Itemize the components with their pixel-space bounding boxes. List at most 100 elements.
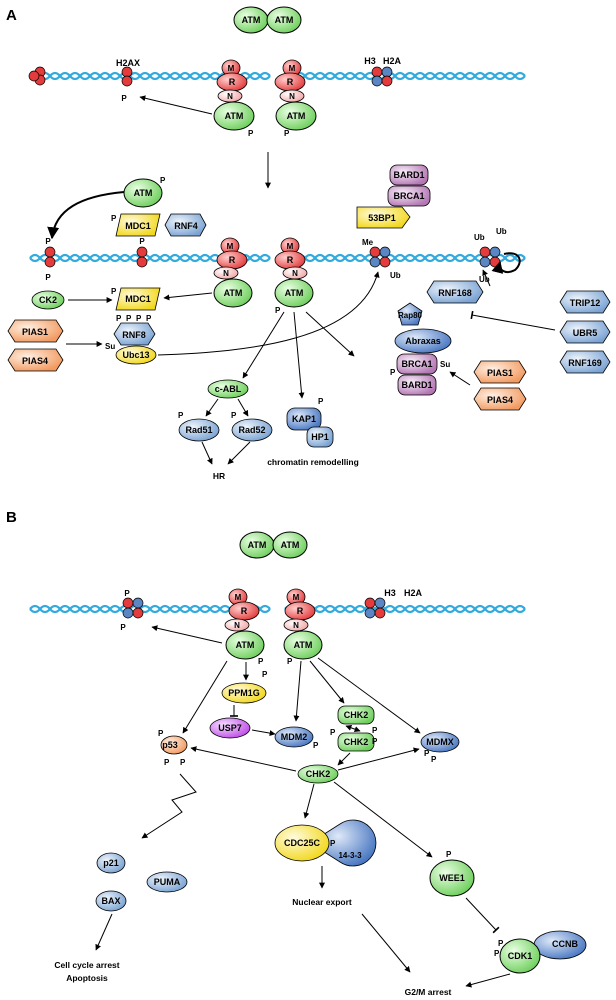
- svg-text:TRIP12: TRIP12: [570, 298, 601, 308]
- arrow-usp7-mdm2: [251, 729, 276, 737]
- arrow-atm-kap1: [293, 311, 305, 399]
- arrow-cabl-rad52: [237, 398, 249, 417]
- mdmx-protein: MDMX P P: [420, 731, 460, 764]
- svg-text:CDK1: CDK1: [508, 951, 533, 961]
- svg-text:RNF8: RNF8: [122, 330, 146, 340]
- svg-text:R: R: [297, 606, 304, 616]
- svg-text:c-ABL: c-ABL: [215, 384, 242, 394]
- svg-text:M: M: [227, 242, 234, 251]
- svg-text:P: P: [390, 368, 396, 377]
- atm-dimer-a: ATM ATM: [233, 6, 302, 34]
- svg-text:ATM: ATM: [224, 288, 243, 298]
- svg-text:P: P: [126, 314, 132, 323]
- arrow-chk2-cdc25c: [303, 783, 315, 819]
- outcome-nuclear-export: Nuclear export: [292, 897, 352, 907]
- svg-text:P: P: [164, 758, 170, 767]
- atm-mdc1-rnf4: ATM P MDC1 P RNF4: [111, 176, 207, 237]
- abraxas-protein: Abraxas: [394, 328, 452, 354]
- svg-text:BAX: BAX: [101, 896, 120, 906]
- bard1-brca1-stack: BARD1 BRCA1: [387, 164, 431, 207]
- dna-strand-b: [28, 604, 527, 614]
- svg-text:Ub: Ub: [474, 233, 485, 242]
- svg-text:Ubc13: Ubc13: [122, 350, 149, 360]
- svg-text:H3: H3: [384, 588, 396, 598]
- svg-text:RNF169: RNF169: [568, 358, 602, 368]
- svg-text:MDMX: MDMX: [426, 737, 454, 747]
- svg-text:M: M: [289, 64, 296, 73]
- rap80-protein: Rap80: [397, 302, 423, 326]
- chk2-central: CHK2: [297, 764, 339, 784]
- brca1-bard1-lower: BRCA1 Su BARD1 P: [390, 353, 450, 396]
- svg-text:ATM: ATM: [225, 111, 244, 121]
- svg-text:PIAS1: PIAS1: [22, 327, 48, 337]
- svg-text:R: R: [287, 77, 294, 87]
- svg-text:MDM2: MDM2: [281, 732, 308, 742]
- svg-text:HP1: HP1: [311, 432, 329, 442]
- svg-text:P: P: [111, 287, 117, 296]
- histone-row2-right-a: Me Ub: [362, 238, 401, 280]
- svg-text:ATM: ATM: [281, 540, 300, 550]
- puma-protein: PUMA: [146, 871, 188, 893]
- arrow-atm-brca1: [305, 311, 355, 357]
- svg-text:PIAS1: PIAS1: [487, 368, 513, 378]
- svg-text:P: P: [178, 411, 184, 420]
- svg-text:CHK2: CHK2: [344, 710, 369, 720]
- ubr5-protein: UBR5: [559, 320, 611, 344]
- histone-row2-mid: P: [136, 237, 148, 268]
- svg-text:BARD1: BARD1: [393, 170, 424, 180]
- svg-text:H2A: H2A: [404, 588, 423, 598]
- mrn-atm-complex-right-a2: M R N ATM P: [274, 237, 314, 315]
- svg-text:CHK2: CHK2: [306, 769, 331, 779]
- wee1-protein: WEE1 P: [429, 850, 475, 897]
- mrn-atm-complex-right-b: M R N ATM P: [283, 588, 323, 666]
- rad52-protein: Rad52 P: [231, 411, 273, 442]
- svg-text:ATM: ATM: [236, 640, 255, 650]
- svg-text:P: P: [45, 273, 51, 282]
- rnf8-ubc13: RNF8 Su Ubc13: [105, 322, 157, 365]
- p53-protein: p53 P P P: [158, 729, 188, 767]
- mdm2-protein: MDM2 P: [274, 726, 319, 750]
- pias4-a: PIAS4: [7, 348, 64, 372]
- svg-text:R: R: [229, 255, 236, 265]
- svg-text:N: N: [227, 92, 233, 101]
- ck2-protein: CK2: [31, 290, 65, 310]
- svg-text:ATM: ATM: [285, 288, 304, 298]
- svg-text:P: P: [275, 306, 281, 315]
- mrn-atm-complex-left-a1: M R N ATM P: [213, 59, 255, 138]
- pias1-a2: PIAS1: [473, 360, 527, 384]
- svg-text:N: N: [289, 92, 295, 101]
- svg-text:P: P: [248, 129, 254, 138]
- arrow-p53-zigzag: [141, 773, 197, 839]
- arrow-chk2-release: [337, 752, 351, 766]
- svg-text:P: P: [424, 749, 430, 758]
- inhibition-rnf168: [470, 310, 556, 331]
- svg-text:P: P: [180, 758, 186, 767]
- rnf169-protein: RNF169: [559, 350, 611, 374]
- svg-text:P: P: [258, 657, 264, 666]
- svg-text:Me: Me: [362, 238, 374, 247]
- svg-text:CK2: CK2: [39, 295, 57, 305]
- kap1-hp1: KAP1 P HP1: [286, 397, 334, 448]
- svg-text:Rap80: Rap80: [398, 311, 423, 320]
- svg-text:P: P: [330, 728, 336, 737]
- svg-text:ATM: ATM: [294, 640, 313, 650]
- svg-text:UBR5: UBR5: [573, 328, 598, 338]
- arrow-atm-histone-b: [151, 625, 223, 644]
- arrow-cabl-rad51: [205, 398, 219, 417]
- svg-text:M: M: [235, 593, 242, 602]
- arrow-chk2-mdmx: [337, 747, 420, 771]
- outcome-chromatin: chromatin remodelling: [267, 457, 359, 467]
- histone-row2-left: P P: [44, 237, 56, 282]
- cabl-protein: c-ABL: [207, 379, 249, 399]
- svg-text:Rad52: Rad52: [238, 425, 265, 435]
- arrow-pias-brca1: [449, 371, 471, 386]
- svg-text:R: R: [241, 606, 248, 616]
- svg-text:Abraxas: Abraxas: [405, 336, 441, 346]
- svg-text:RNF168: RNF168: [438, 288, 472, 298]
- svg-text:ATM: ATM: [134, 188, 153, 198]
- svg-text:CHK2: CHK2: [344, 737, 369, 747]
- outcome-g2m-arrest: G2/M arrest: [405, 987, 452, 997]
- svg-text:BRCA1: BRCA1: [393, 191, 424, 201]
- svg-text:P: P: [446, 850, 452, 859]
